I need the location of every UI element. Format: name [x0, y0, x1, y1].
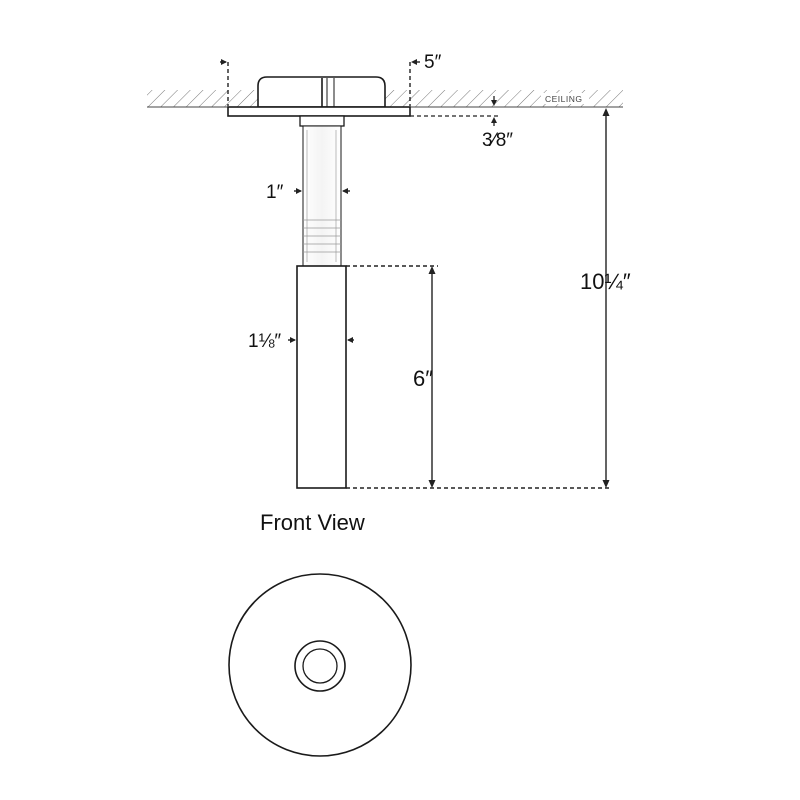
dim-stem-diameter: [294, 188, 350, 194]
dim-overall-height: [346, 108, 612, 489]
bottom-view: [228, 573, 412, 757]
dim-stem-diameter-label: 1″: [266, 182, 284, 203]
ceiling-label: CEILING: [545, 94, 583, 104]
dim-canopy-depth: [410, 96, 500, 126]
canopy-mount: [257, 76, 386, 108]
body-inner-circle: [302, 648, 338, 684]
dim-body-diameter: [288, 337, 354, 343]
fixture-body: [296, 265, 347, 489]
dim-canopy-width: [220, 59, 420, 106]
dim-canopy-depth-label: 3⁄8″: [482, 130, 513, 151]
dim-body-height-label: 6″: [413, 366, 433, 391]
canopy-plate: [227, 106, 411, 117]
dim-overall-height-label: 10¼″: [580, 269, 631, 294]
dim-canopy-width-label: 5″: [424, 52, 442, 73]
dim-body-height: [346, 265, 438, 488]
view-title: Front View: [260, 510, 365, 535]
dim-body-diameter-label: 1⅛″: [248, 331, 281, 352]
stem: [299, 115, 345, 267]
